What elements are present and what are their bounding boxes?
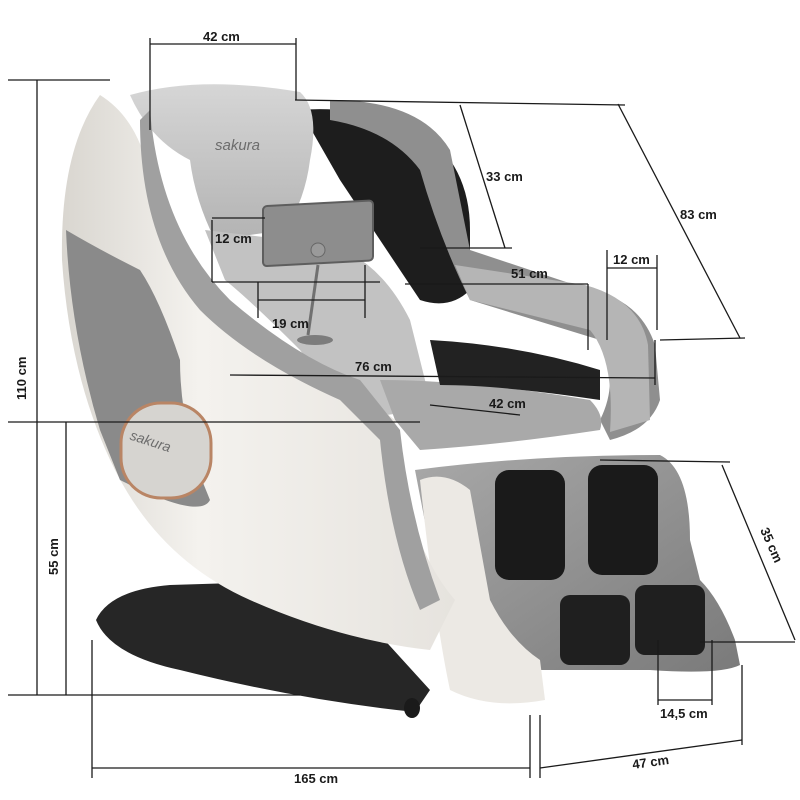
dimension-lines (8, 38, 796, 778)
seat-cushion (380, 380, 602, 450)
tablet-screen (262, 199, 374, 268)
side-logo-plate (119, 401, 213, 500)
dim-head-depth: 33 cm (486, 169, 523, 184)
calf-pocket-right (588, 465, 658, 575)
calf-pocket-left (495, 470, 565, 580)
seat-inner (430, 340, 600, 400)
dim-tablet-width: 19 cm (272, 316, 309, 331)
foot-pocket-left (560, 595, 630, 665)
right-armrest (455, 265, 650, 432)
foot-pocket-right (635, 585, 705, 655)
dim-armrest-gap: 12 cm (215, 231, 252, 246)
shell-inner-band (140, 110, 440, 610)
leg-rest-front (420, 476, 545, 704)
dim-armrest-width: 12 cm (613, 252, 650, 267)
dim-total-length: 165 cm (294, 771, 338, 786)
dim-diagonal-length: 83 cm (680, 207, 717, 222)
headrest-logo: sakura (215, 137, 260, 154)
headrest-pillow (130, 84, 314, 240)
dim-seat-depth: 51 cm (511, 266, 548, 281)
right-side-frame (330, 100, 660, 440)
dim-top-width: 42 cm (203, 29, 240, 44)
dim-inner-width: 76 cm (355, 359, 392, 374)
dim-foot-width: 14,5 cm (660, 706, 708, 721)
dim-seat-width: 42 cm (489, 396, 526, 411)
dim-total-depth: 47 cm (631, 752, 670, 772)
dim-seat-height: 55 cm (46, 538, 61, 575)
dim-total-height: 110 cm (14, 357, 29, 400)
back-cushion (205, 230, 430, 416)
